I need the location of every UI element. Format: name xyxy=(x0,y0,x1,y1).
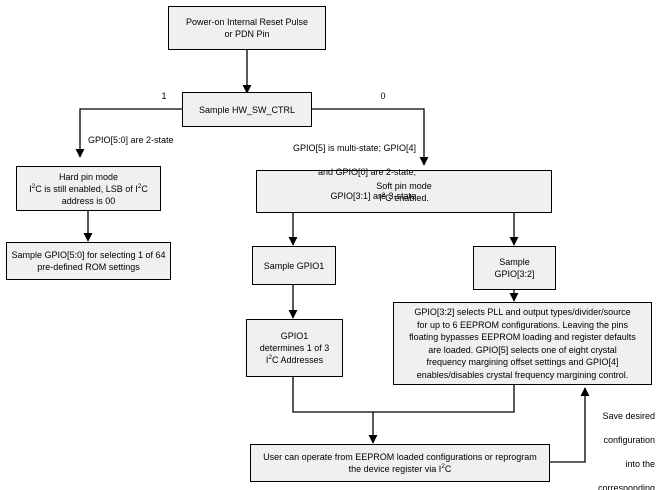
eeprom-config-line4: are loaded. GPIO[5] selects one of eight… xyxy=(428,344,617,355)
sample-ctrl-label: Sample HW_SW_CTRL xyxy=(198,104,296,115)
user-operate-line1: User can operate from EEPROM loaded conf… xyxy=(263,452,537,462)
hard-pin-mode-line1: Hard pin mode xyxy=(58,171,119,182)
power-on-line2: or PDN Pin xyxy=(224,29,270,39)
save-config-line2: configuration xyxy=(603,435,655,445)
rom-settings-line2: pre-defined ROM settings xyxy=(37,262,140,272)
wire-eepromconfig-to-merge-bus xyxy=(373,385,515,413)
wire-samplectrl-left-branch xyxy=(75,108,182,158)
node-hard-pin-mode: Hard pin mode I2C is still enabled, LSB … xyxy=(16,166,161,211)
node-soft-pin-mode: Soft pin mode I2C enabled. xyxy=(256,170,552,213)
sample-gpio32-line1: Sample xyxy=(499,257,530,267)
wire-addresses-to-merge-bus xyxy=(292,377,373,413)
user-operate-line2: the device register via I2C xyxy=(348,463,452,474)
hard-pin-mode-line2: I2C is still enabled, LSB of I2C xyxy=(29,182,148,194)
save-config-line3: into the xyxy=(625,459,655,469)
edge-label-right-branch-note: GPIO[5] is multi-state; GPIO[4] and GPIO… xyxy=(250,130,416,214)
save-config-line4: corresponding xyxy=(597,483,655,490)
right-branch-note-line2: and GPIO[0] are 2-state; xyxy=(317,167,416,177)
node-eeprom-configuration: GPIO[3:2] selects PLL and output types/d… xyxy=(393,302,652,385)
node-power-on-reset: Power-on Internal Reset Pulse or PDN Pin xyxy=(168,6,326,50)
eeprom-config-line2: for up to 6 EEPROM configurations. Leavi… xyxy=(416,319,629,330)
eeprom-config-line6: enables/disables crystal frequency margi… xyxy=(416,369,629,380)
gpio1-addresses-line3: I2C Addresses xyxy=(265,354,324,365)
right-branch-note-line3: GPIO[3:1] are 3-state xyxy=(330,191,416,201)
eeprom-config-line3: floating bypasses EEPROM loading and reg… xyxy=(409,332,636,342)
node-sample-hw-sw-ctrl: Sample HW_SW_CTRL xyxy=(182,92,312,127)
edge-label-branch-one: 1 xyxy=(161,91,167,101)
eeprom-config-line1: GPIO[3:2] selects PLL and output types/d… xyxy=(414,307,631,317)
hard-pin-mode-line3: address is 00 xyxy=(61,195,116,206)
edge-label-branch-zero: 0 xyxy=(380,91,386,101)
edge-label-save-config-note: Save desired configuration into the corr… xyxy=(575,398,655,490)
node-sample-gpio1: Sample GPIO1 xyxy=(252,246,336,285)
soft-pin-mode-line1: Soft pin mode xyxy=(376,180,432,191)
save-config-line1: Save desired xyxy=(602,411,655,421)
eeprom-config-line5: frequency margining offset settings and … xyxy=(426,357,619,367)
node-sample-gpio32: Sample GPIO[3:2] xyxy=(473,246,556,290)
sample-gpio1-label: Sample GPIO1 xyxy=(263,260,325,271)
sample-gpio32-line2: GPIO[3:2] xyxy=(494,269,535,279)
gpio1-addresses-line2: determines 1 of 3 xyxy=(259,343,330,353)
power-on-line1: Power-on Internal Reset Pulse xyxy=(185,17,309,27)
gpio1-addresses-line1: GPIO1 xyxy=(280,331,309,341)
edge-label-left-branch-note: GPIO[5:0] are 2-state xyxy=(88,135,174,145)
soft-pin-mode-line2: I2C enabled. xyxy=(379,191,429,203)
right-branch-note-line1: GPIO[5] is multi-state; GPIO[4] xyxy=(292,143,416,153)
node-user-operate: User can operate from EEPROM loaded conf… xyxy=(250,444,550,482)
node-gpio1-addresses: GPIO1 determines 1 of 3 I2C Addresses xyxy=(246,319,343,377)
rom-settings-line1: Sample GPIO[5:0] for selecting 1 of 64 xyxy=(11,250,166,260)
node-rom-settings: Sample GPIO[5:0] for selecting 1 of 64 p… xyxy=(6,242,171,280)
